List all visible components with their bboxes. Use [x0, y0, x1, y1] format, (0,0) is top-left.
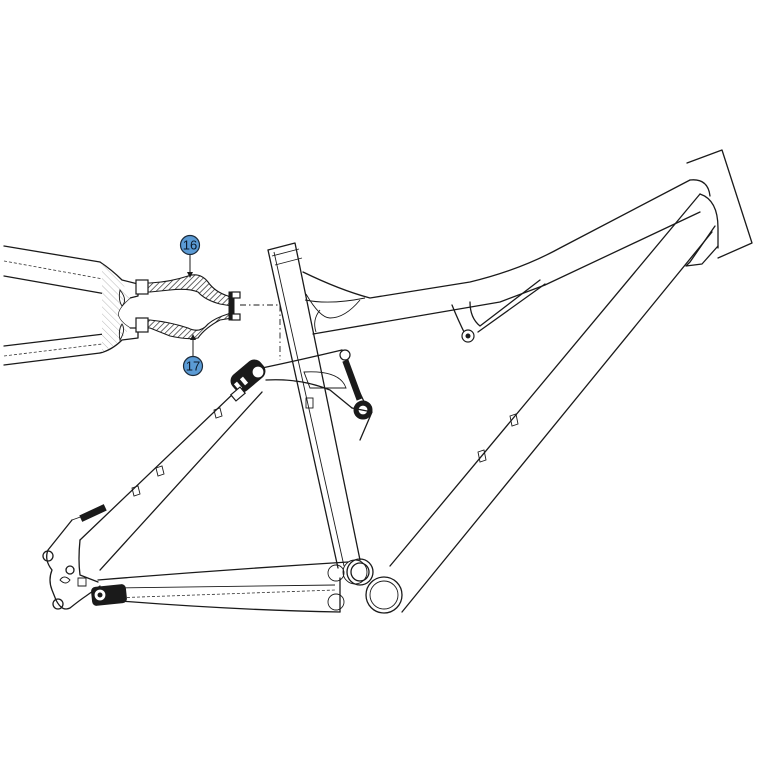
callout-17-arrow-icon [190, 334, 196, 340]
callout-16-badge [179, 234, 201, 256]
callout-17-badge [182, 355, 204, 377]
seat-tube [267, 242, 361, 569]
callout-16-arrow-icon [187, 272, 193, 278]
callout-17[interactable]: 17 [182, 334, 204, 377]
seatstay-yoke-detail [3, 245, 281, 366]
bottom-bracket [327, 558, 403, 614]
rocker-link [261, 349, 373, 441]
chainstay [91, 561, 349, 613]
seatstay [79, 369, 263, 571]
top-tube [302, 179, 701, 343]
callout-17-label: 17 [186, 359, 200, 374]
down-tube [389, 193, 713, 613]
callout-16[interactable]: 16 [179, 234, 201, 279]
rear-dropout [42, 504, 107, 610]
head-tube [685, 149, 753, 267]
callout-16-label: 16 [183, 238, 197, 253]
seatstay-link [229, 359, 266, 402]
